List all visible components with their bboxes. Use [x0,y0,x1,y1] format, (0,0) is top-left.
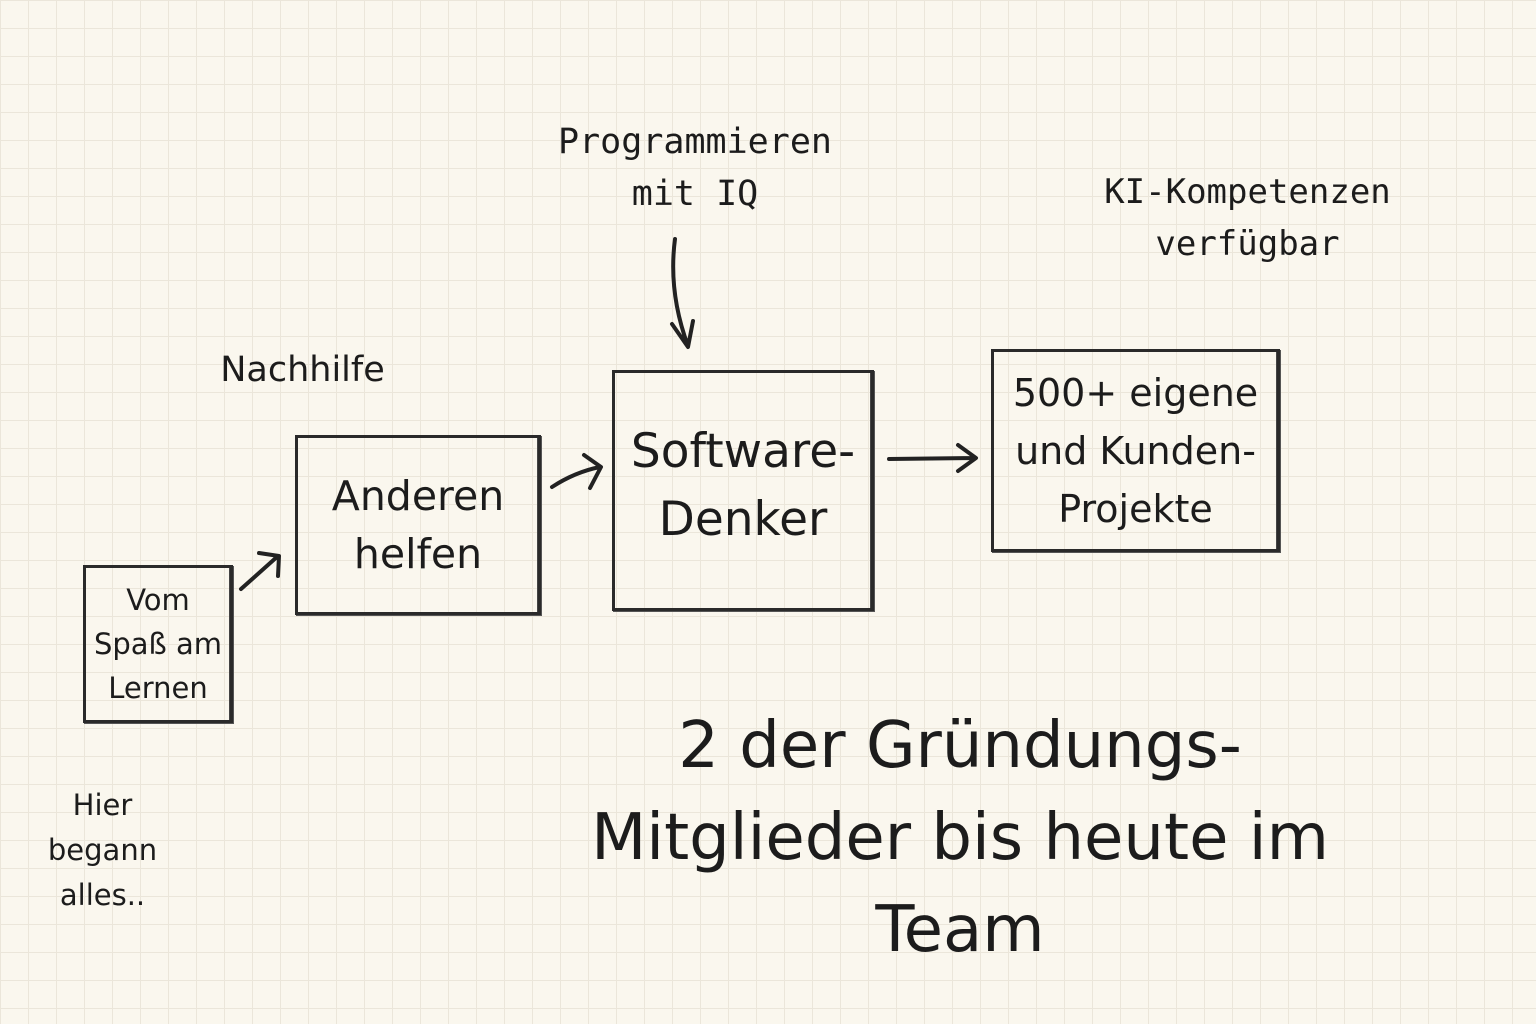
box-learning: Vom Spaß am Lernen [83,565,233,723]
arrow-programming-to-software [670,237,695,349]
label-start: Hier begann alles.. [47,788,158,912]
headline: 2 der Gründungs- Mitglieder bis heute im… [591,709,1329,967]
arrow-helping-to-software [550,453,603,490]
box-learning-text: Vom Spaß am Lernen [93,583,223,705]
box-projects: 500+ eigene und Kunden- Projekte [991,349,1280,552]
label-tutoring: Nachhilfe [220,350,385,390]
box-projects-text: 500+ eigene und Kunden- Projekte [1012,370,1259,531]
label-programming: Programmieren mit IQ [558,122,832,214]
box-helping-others-text: Anderen helfen [331,472,505,578]
arrow-learning-to-helping [239,551,281,591]
box-software-thinker-text: Software- Denker [630,423,856,547]
label-ai-skills: KI-Kompetenzen verfügbar [1104,172,1391,264]
box-helping-others: Anderen helfen [295,435,541,615]
box-software-thinker: Software- Denker [612,370,874,611]
arrow-software-to-projects [887,443,978,473]
